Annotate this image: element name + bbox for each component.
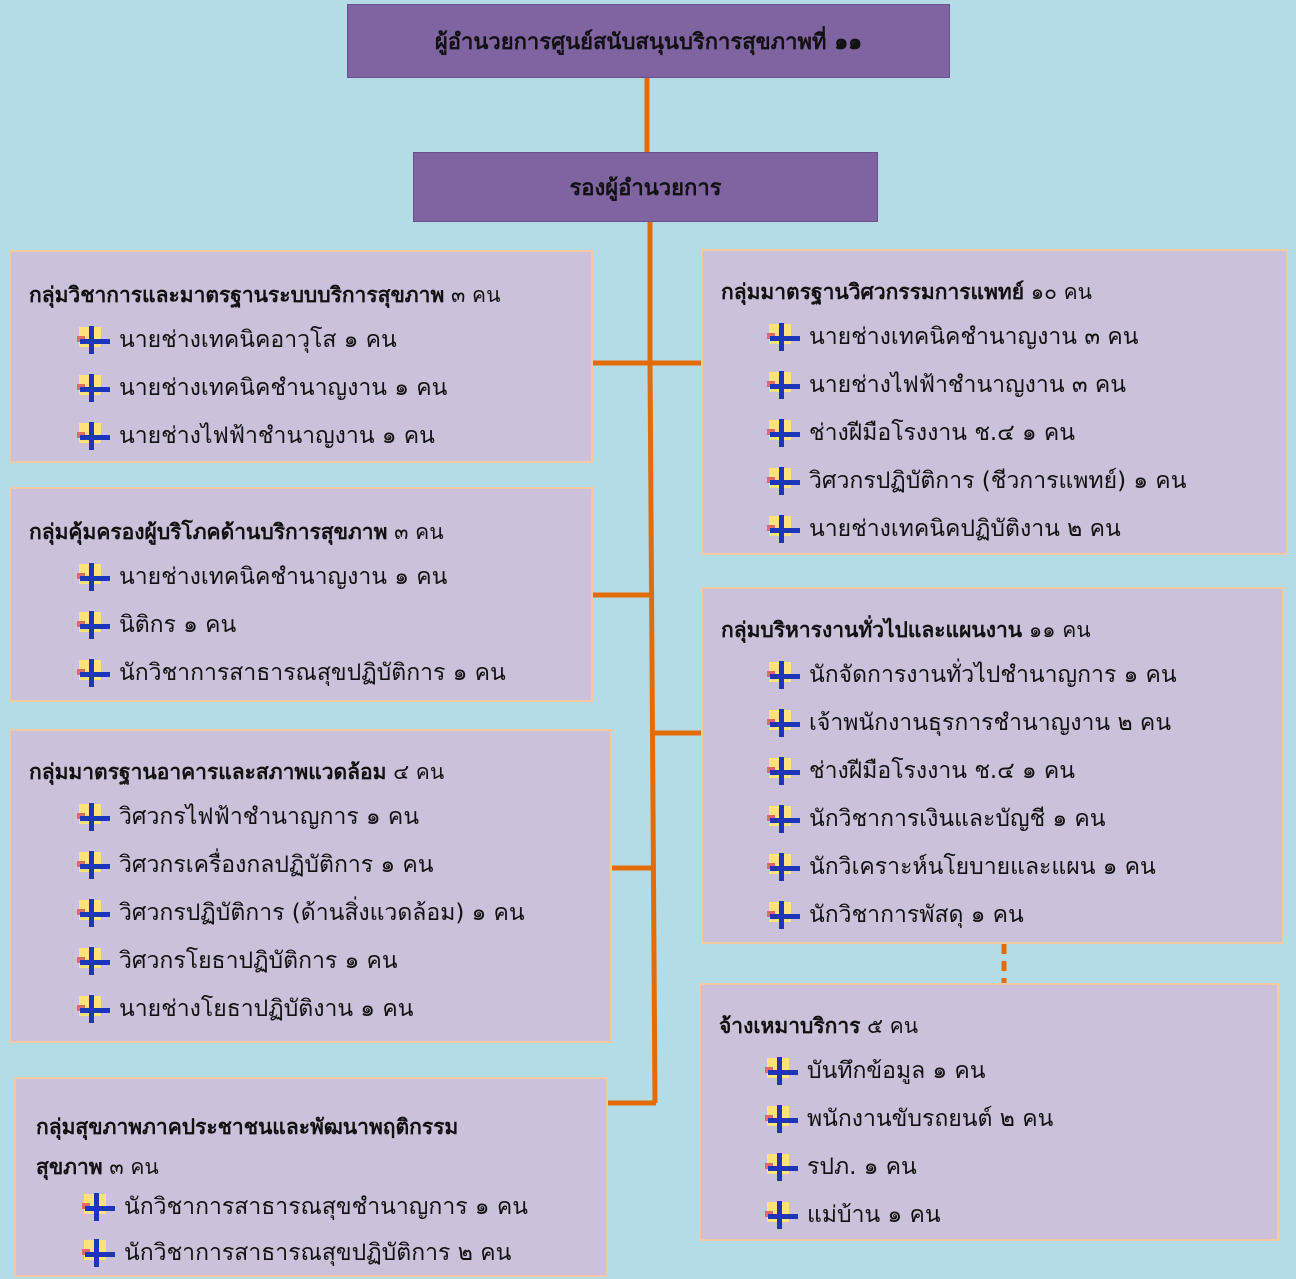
list-item: นายช่างเทคนิคอาวุโส ๑ คน [77,322,397,358]
bullet-icon [767,371,801,399]
bullet-icon [77,326,111,354]
bullet-icon [767,419,801,447]
bullet-icon [765,1201,799,1229]
list-item: นายช่างเทคนิคชำนาญงาน ๑ คน [77,370,447,406]
group-title: กลุ่มวิชาการและมาตรฐานระบบบริการสุขภาพ ๓… [29,283,501,307]
bullet-icon [767,805,801,833]
group-general-admin: กลุ่มบริหารงานทั่วไปและแผนงาน ๑๑ คน นักจ… [701,587,1284,944]
list-item: รปภ. ๑ คน [765,1149,917,1185]
deputy-title: รองผู้อำนวยการ [569,175,722,201]
list-item: วิศวกรปฏิบัติการ (ชีวการแพทย์) ๑ คน [767,463,1186,499]
group-title: กลุ่มมาตรฐานวิศวกรรมการแพทย์ ๑๐ คน [721,280,1092,304]
group-outsourced-services: จ้างเหมาบริการ ๕ คน บันทึกข้อมูล ๑ คน พน… [699,983,1279,1241]
bullet-icon [77,659,111,687]
list-item: นักวิชาการสาธารณสุขปฏิบัติการ ๑ คน [77,655,506,691]
list-item: นักวิชาการเงินและบัญชี ๑ คน [767,801,1106,837]
bullet-icon [765,1057,799,1085]
bullet-icon [77,947,111,975]
bullet-icon [82,1239,116,1267]
group-medical-engineering: กลุ่มมาตรฐานวิศวกรรมการแพทย์ ๑๐ คน นายช่… [701,249,1288,555]
bullet-icon [765,1153,799,1181]
list-item: นักจัดการงานทั่วไปชำนาญการ ๑ คน [767,657,1177,693]
group-title: จ้างเหมาบริการ ๕ คน [719,1014,919,1038]
list-item: นิติกร ๑ คน [77,607,236,643]
list-item: วิศวกรโยธาปฏิบัติการ ๑ คน [77,943,398,979]
director-box: ผู้อำนวยการศูนย์สนับสนุนบริการสุขภาพที่ … [347,4,950,78]
group-title: กลุ่มสุขภาพภาคประชาชนและพัฒนาพฤติกรรม สุ… [36,1115,459,1179]
director-title: ผู้อำนวยการศูนย์สนับสนุนบริการสุขภาพที่ … [434,29,863,55]
bullet-icon [77,851,111,879]
group-title: กลุ่มคุ้มครองผู้บริโภคด้านบริการสุขภาพ ๓… [29,520,444,544]
list-item: ช่างฝีมือโรงงาน ช.๔ ๑ คน [767,415,1075,451]
bullet-icon [767,709,801,737]
list-item: บันทึกข้อมูล ๑ คน [765,1053,986,1089]
bullet-icon [767,515,801,543]
bullet-icon [767,323,801,351]
list-item: ช่างฝีมือโรงงาน ช.๔ ๑ คน [767,753,1075,789]
deputy-box: รองผู้อำนวยการ [413,152,878,222]
list-item: นายช่างเทคนิคชำนาญงาน ๓ คน [767,319,1138,355]
bullet-icon [765,1105,799,1133]
bullet-icon [77,563,111,591]
list-item: แม่บ้าน ๑ คน [765,1197,941,1233]
bullet-icon [767,467,801,495]
list-item: นักวิเคราะห์นโยบายและแผน ๑ คน [767,849,1156,885]
list-item: เจ้าพนักงานธุรการชำนาญงาน ๒ คน [767,705,1171,741]
bullet-icon [77,374,111,402]
group-title: กลุ่มบริหารงานทั่วไปและแผนงาน ๑๑ คน [721,618,1091,642]
list-item: นักวิชาการสาธารณสุขชำนาญการ ๑ คน [82,1189,528,1225]
list-item: นายช่างเทคนิคปฏิบัติงาน ๒ คน [767,511,1121,547]
bullet-icon [767,853,801,881]
bullet-icon [767,757,801,785]
list-item: วิศวกรเครื่องกลปฏิบัติการ ๑ คน [77,847,433,883]
bullet-icon [77,899,111,927]
group-building-environment: กลุ่มมาตรฐานอาคารและสภาพแวดล้อม ๔ คน วิศ… [9,729,612,1043]
list-item: นักวิชาการพัสดุ ๑ คน [767,897,1024,933]
group-title: กลุ่มมาตรฐานอาคารและสภาพแวดล้อม ๔ คน [29,760,445,784]
bullet-icon [77,611,111,639]
bullet-icon [82,1193,116,1221]
list-item: พนักงานขับรถยนต์ ๒ คน [765,1101,1053,1137]
list-item: วิศวกรไฟฟ้าชำนาญการ ๑ คน [77,799,419,835]
bullet-icon [767,901,801,929]
list-item: นายช่างไฟฟ้าชำนาญงาน ๓ คน [767,367,1126,403]
list-item: นายช่างเทคนิคชำนาญงาน ๑ คน [77,559,447,595]
group-consumer-protection: กลุ่มคุ้มครองผู้บริโภคด้านบริการสุขภาพ ๓… [9,487,593,702]
list-item: นายช่างไฟฟ้าชำนาญงาน ๑ คน [77,418,435,454]
bullet-icon [77,995,111,1023]
list-item: วิศวกรปฏิบัติการ (ด้านสิ่งแวดล้อม) ๑ คน [77,895,525,931]
list-item: นายช่างโยธาปฏิบัติงาน ๑ คน [77,991,413,1027]
group-academic-standards: กลุ่มวิชาการและมาตรฐานระบบบริการสุขภาพ ๓… [9,250,593,463]
bullet-icon [77,422,111,450]
list-item: นักวิชาการสาธารณสุขปฏิบัติการ ๒ คน [82,1235,511,1271]
bullet-icon [77,803,111,831]
bullet-icon [767,661,801,689]
group-public-health: กลุ่มสุขภาพภาคประชาชนและพัฒนาพฤติกรรม สุ… [14,1077,608,1277]
